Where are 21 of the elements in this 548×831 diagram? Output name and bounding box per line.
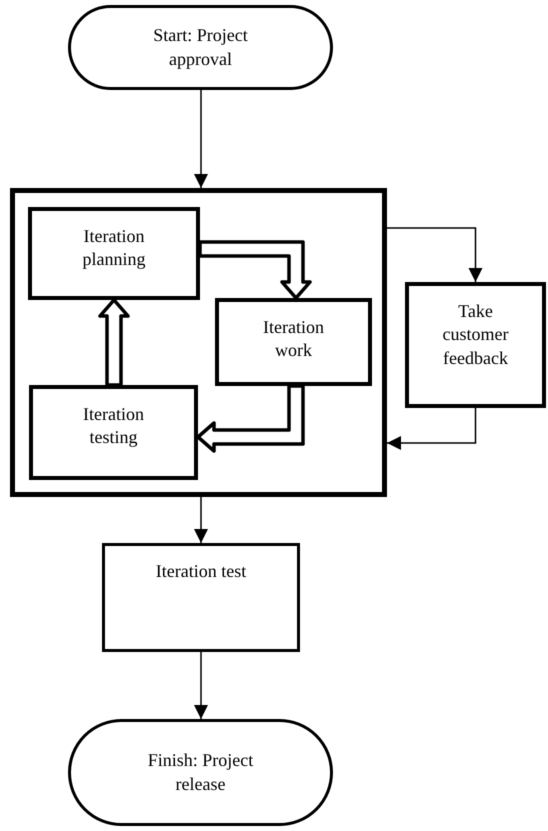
arrow [194, 497, 208, 543]
node-text: Take customer feedback [442, 300, 510, 370]
arrow [387, 408, 476, 450]
hollow-arrow [198, 240, 312, 300]
node-text: Iteration test [156, 560, 246, 583]
group-box [10, 188, 387, 497]
process-box [102, 543, 300, 652]
hollow-arrow [196, 384, 305, 453]
hollow-arrow [98, 298, 130, 387]
process-box [405, 282, 546, 408]
node-text: Finish: Project release [146, 749, 254, 796]
process-box [215, 298, 372, 386]
node-text: Iteration work [262, 316, 325, 362]
node-text: Start: Project approval [152, 24, 249, 71]
arrow [387, 227, 482, 282]
process-box [28, 207, 200, 300]
arrow [194, 90, 208, 188]
node-text: Iteration planning [82, 225, 146, 272]
node-text: Iteration testing [82, 403, 145, 450]
process-box [29, 385, 198, 480]
arrow [194, 652, 208, 719]
